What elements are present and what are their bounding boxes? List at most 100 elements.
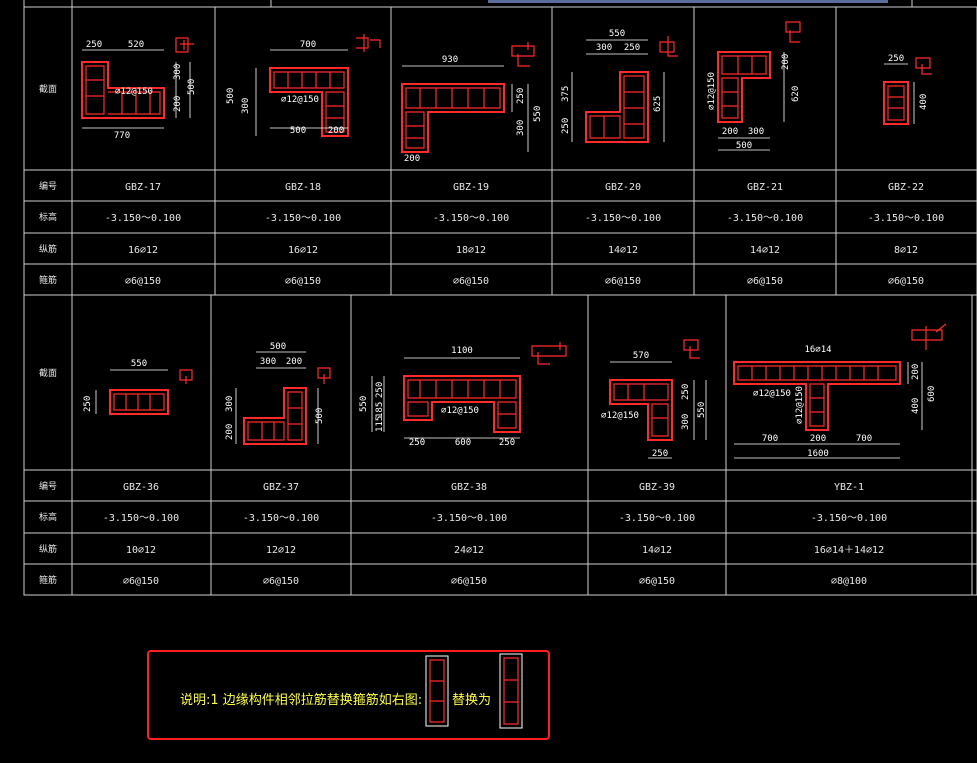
row-label-longitudinal: 纵筋 (39, 543, 57, 555)
dimension-label: 500 (226, 88, 236, 104)
component-longitudinal: 16⌀12 (288, 245, 318, 256)
dimension-label: 250 (409, 438, 425, 448)
bar-note: ⌀12@150 (795, 386, 805, 424)
dimension-label: 700 (762, 434, 778, 444)
row-label-number: 编号 (39, 180, 57, 192)
section-drawing-gbz17: 250 520 300 500 200 770 ⌀12@150 (81, 37, 197, 141)
dimension-label: 250 (561, 118, 571, 134)
dimension-label: 200 (911, 364, 921, 380)
dimension-label: 500 (290, 126, 306, 136)
dimension-label: 250 (516, 88, 526, 104)
section-drawing-gbz37: 500 300 200 300 200 500 (225, 342, 331, 445)
table2-col-gbz36: GBZ-36 -3.150～0.100 10⌀12 ⌀6@150 (103, 482, 179, 587)
stirrup-detail-after (499, 653, 523, 729)
component-longitudinal: 14⌀12 (608, 245, 638, 256)
row-label-stirrup: 箍筋 (39, 274, 57, 286)
bar-note: ⌀12@150 (115, 87, 153, 97)
table2-col-gbz37: GBZ-37 -3.150～0.100 12⌀12 ⌀6@150 (243, 482, 319, 587)
dimension-label: 1600 (807, 449, 829, 459)
dimension-label: 300 (225, 396, 235, 412)
component-elevation: -3.150～0.100 (585, 213, 661, 224)
dimension-label: 375 (561, 86, 571, 102)
component-stirrup: ⌀6@150 (888, 276, 924, 287)
dimension-label: 200 (225, 424, 235, 440)
bar-note: ⌀12@150 (281, 95, 319, 105)
dimension-label: 16⌀14 (804, 345, 831, 355)
dimension-label: 550 (609, 29, 625, 39)
component-stirrup: ⌀6@150 (285, 276, 321, 287)
table2-col-ybz1: YBZ-1 -3.150～0.100 16⌀14＋14⌀12 ⌀8@100 (811, 482, 887, 587)
dimension-label: 250 (888, 54, 904, 64)
section-drawing-gbz38: 1100 250 550 185 115 250 600 250 ⌀12@150 (359, 342, 567, 448)
note-box: 说明:1 边缘构件相邻拉筋替换箍筋如右图: 替换为 (147, 650, 550, 740)
section-drawing-gbz20: 550 300 250 375 250 625 (561, 29, 678, 143)
dimension-label: 700 (300, 40, 316, 50)
dimension-label: 620 (791, 86, 801, 102)
dimension-label: 400 (919, 94, 929, 110)
note-box-border (147, 650, 550, 740)
section-drawing-ybz1: 16⌀14 200 400 600 700 200 700 1600 ⌀12@1… (733, 323, 947, 459)
row-label-section: 截面 (39, 367, 57, 379)
top-selection-bar (488, 0, 888, 3)
dimension-label: 200 (328, 126, 344, 136)
component-elevation: -3.150～0.100 (265, 213, 341, 224)
dimension-label: 600 (927, 386, 937, 402)
dimension-label: 250 (375, 382, 385, 398)
dimension-label: 625 (653, 96, 663, 112)
component-stirrup: ⌀6@150 (747, 276, 783, 287)
component-id: GBZ-21 (747, 182, 783, 193)
dimension-label: 250 (681, 384, 691, 400)
section-drawing-gbz36: 550 250 (83, 359, 193, 415)
section-drawing-gbz18: 700 500 300 500 200 ⌀12@150 (226, 34, 381, 137)
component-id: GBZ-36 (123, 482, 159, 493)
component-elevation: -3.150～0.100 (105, 213, 181, 224)
row-label-longitudinal: 纵筋 (39, 243, 57, 255)
bar-note: ⌀12@150 (441, 406, 479, 416)
row-label-section: 截面 (39, 83, 57, 95)
dimension-label: 250 (83, 396, 93, 412)
table1-col-gbz20: GBZ-20 -3.150～0.100 14⌀12 ⌀6@150 (585, 182, 661, 287)
table1-grid (23, 6, 977, 296)
dimension-label: 550 (533, 106, 543, 122)
component-stirrup: ⌀6@150 (639, 576, 675, 587)
component-elevation: -3.150～0.100 (433, 213, 509, 224)
dimension-label: 520 (128, 40, 144, 50)
dimension-label: 300 (681, 414, 691, 430)
component-elevation: -3.150～0.100 (619, 513, 695, 524)
table1-col-gbz19: GBZ-19 -3.150～0.100 18⌀12 ⌀6@150 (433, 182, 509, 287)
dimension-label: 300 (748, 127, 764, 137)
dimension-label: 200 (404, 154, 420, 164)
row-label-stirrup: 箍筋 (39, 574, 57, 586)
dimension-label: 700 (856, 434, 872, 444)
dimension-label: 250 (652, 449, 668, 459)
row-label-elevation: 标高 (39, 211, 57, 223)
dimension-label: 400 (911, 398, 921, 414)
component-id: YBZ-1 (834, 482, 864, 493)
component-elevation: -3.150～0.100 (431, 513, 507, 524)
component-longitudinal: 18⌀12 (456, 245, 486, 256)
table2-col-gbz38: GBZ-38 -3.150～0.100 24⌀12 ⌀6@150 (431, 482, 507, 587)
stirrup-detail-before (425, 655, 449, 727)
dimension-label: 300 (173, 64, 183, 80)
component-elevation: -3.150～0.100 (811, 513, 887, 524)
component-elevation: -3.150～0.100 (727, 213, 803, 224)
table2-col-gbz39: GBZ-39 -3.150～0.100 14⌀12 ⌀6@150 (619, 482, 695, 587)
component-longitudinal: 24⌀12 (454, 545, 484, 556)
dimension-label: 200 (173, 96, 183, 112)
component-id: GBZ-18 (285, 182, 321, 193)
component-stirrup: ⌀6@150 (125, 276, 161, 287)
component-stirrup: ⌀6@150 (605, 276, 641, 287)
bar-note: ⌀12@150 (707, 72, 717, 110)
component-id: GBZ-17 (125, 182, 161, 193)
dimension-label: 500 (736, 141, 752, 151)
component-longitudinal: 10⌀12 (126, 545, 156, 556)
dimension-label: 250 (624, 43, 640, 53)
dimension-label: 930 (442, 55, 458, 65)
dimension-label: 500 (187, 79, 197, 95)
dimension-label: 200 (722, 127, 738, 137)
dimension-label: 500 (270, 342, 286, 352)
replace-text: 替换为 (452, 693, 491, 708)
component-longitudinal: 14⌀12 (750, 245, 780, 256)
dimension-label: 300 (516, 120, 526, 136)
dimension-label: 115 (375, 416, 385, 432)
